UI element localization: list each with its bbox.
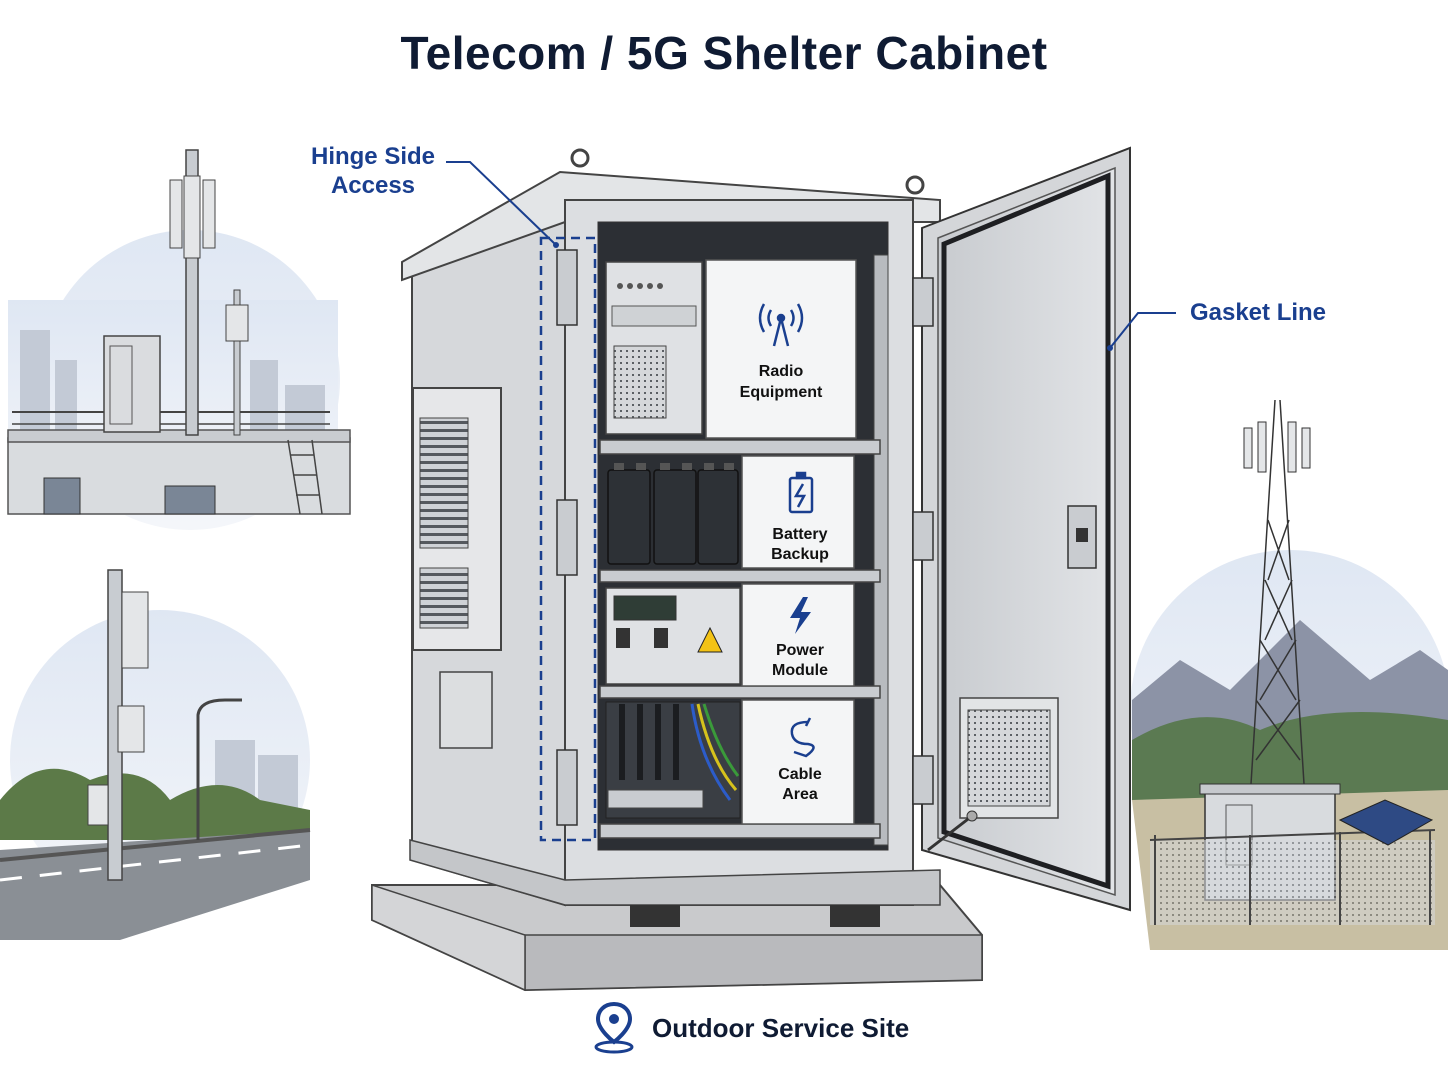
compartment-label-1b: Equipment — [740, 384, 823, 401]
battery-icon — [788, 471, 814, 514]
compartment-label-3a: Power — [776, 642, 824, 659]
antenna-icon — [758, 303, 804, 347]
cable-icon — [790, 717, 815, 758]
open-door — [912, 146, 1131, 912]
concrete-plinth — [371, 883, 983, 992]
hinge-leader-line — [446, 161, 557, 246]
rooftop-scene — [7, 149, 351, 530]
hinge-side-callout: Hinge Side Access — [298, 142, 448, 200]
power-module-panel — [741, 583, 855, 687]
compartment-panels: Radio Equipment Battery Backup Power Mod… — [705, 259, 857, 825]
cabinet-body — [401, 148, 941, 927]
location-pin-icon — [594, 1001, 634, 1054]
hinge-callout-line2: Access — [330, 172, 416, 199]
compartment-label-2a: Battery — [772, 526, 827, 543]
lightning-icon — [790, 597, 811, 634]
hinge-callout-line1: Hinge Side — [310, 143, 436, 170]
gasket-line-callout: Gasket Line — [1189, 299, 1327, 326]
compartment-label-4a: Cable — [778, 766, 822, 783]
compartment-label-1a: Radio — [759, 363, 804, 380]
cable-area-panel — [741, 699, 855, 825]
street-pole-scene — [0, 569, 311, 940]
callout-leaders — [446, 161, 1176, 351]
radio-equipment-panel — [705, 259, 857, 439]
gasket-leader-line — [1109, 312, 1176, 349]
tower-site-scene — [1130, 399, 1448, 950]
compartment-label-4b: Area — [782, 786, 818, 803]
compartment-label-3b: Module — [772, 662, 828, 679]
footer-location: Outdoor Service Site — [590, 1000, 909, 1056]
page-title: Telecom / 5G Shelter Cabinet — [400, 27, 1048, 79]
footer-label: Outdoor Service Site — [652, 1012, 910, 1043]
compartment-label-2b: Backup — [771, 546, 829, 563]
gasket-line — [941, 172, 1111, 890]
